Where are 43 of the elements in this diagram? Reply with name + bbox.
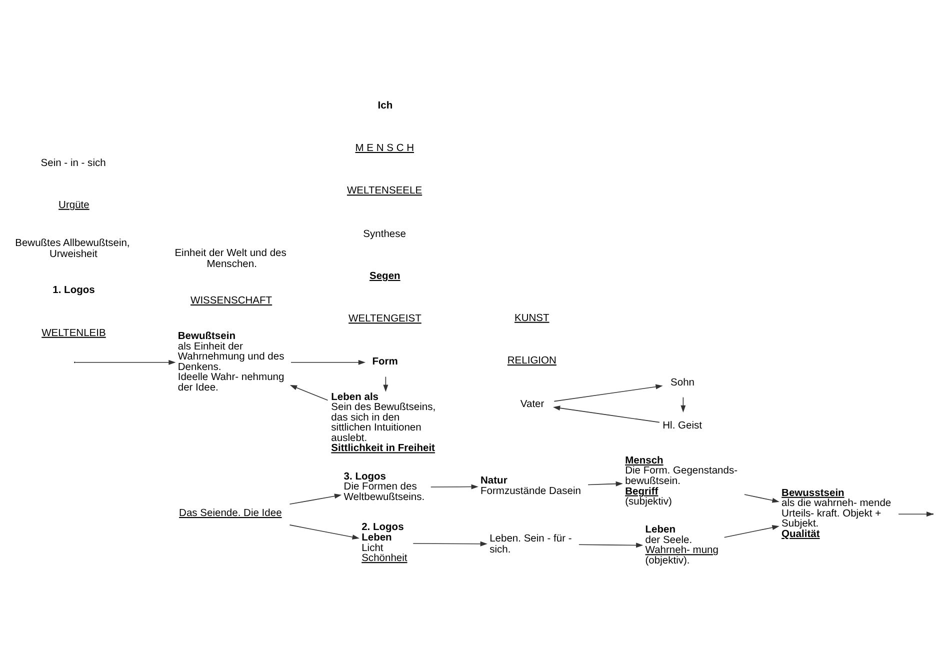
arrow — [578, 542, 644, 548]
arrow — [430, 484, 478, 490]
arrow — [588, 481, 623, 486]
label: M E N S C H — [355, 142, 414, 154]
arrow — [412, 541, 488, 546]
label: Synthese — [363, 229, 406, 240]
label: 1. Logos — [52, 285, 95, 296]
label: Ich — [378, 100, 393, 112]
node-text: Form — [372, 356, 398, 368]
arrow — [724, 525, 780, 538]
arrow — [289, 494, 342, 505]
arrow — [290, 385, 328, 401]
label: Bewußtes Allbewußtsein, Urweisheit — [15, 238, 130, 260]
node-text: Vater — [520, 398, 544, 410]
node-text: Hl. Geist — [662, 420, 702, 432]
node-text: Das Seiende. Die Idee — [179, 508, 282, 520]
arrow — [552, 406, 660, 423]
node-text: 3. Logos Die Formen des Weltbewußtseins. — [344, 471, 425, 503]
label: WELTENLEIB — [42, 328, 106, 339]
node-text: Leben der Seele. Wahrneh- mung (objektiv). — [645, 524, 718, 566]
label: WELTENSEELE — [346, 186, 422, 197]
arrow — [898, 512, 934, 517]
node-text: Bewusstsein als die wahrneh- mende Urteils- kraft. Objekt + Subjekt. Qualität — [782, 488, 892, 540]
node-text: Sohn — [670, 378, 695, 389]
arrow — [75, 360, 176, 365]
label: Segen — [369, 270, 400, 282]
label: RELIGION — [507, 356, 556, 367]
node-text: Leben als Sein des Bewußtseins, das sich in den sittlichen Intuitionen auslebt. Sittlichkeit in Freiheit — [331, 392, 436, 454]
arrow — [290, 360, 366, 365]
label: Einheit der Welt und des Menschen. — [174, 248, 286, 270]
node-text: 2. Logos Leben Licht Schönheit — [362, 522, 408, 564]
arrow — [289, 524, 360, 540]
label: KUNST — [514, 312, 550, 324]
label: WELTENGEIST — [348, 314, 422, 325]
label: WISSENSCHAFT — [190, 295, 272, 306]
node-text: Bewußtsein als Einheit der Wahrnehmung und des Denkens. Ideelle Wahr- nehmung der Idee. — [178, 331, 284, 394]
arrow — [554, 384, 663, 402]
node-text: Mensch Die Form. Gegenstands- bewußtsein. Begriff (subjektiv) — [625, 455, 738, 508]
label: Sein - in - sich — [40, 158, 106, 169]
node-text: Leben. Sein - für - sich. — [490, 533, 572, 556]
node-text: Natur Formzustände Dasein — [480, 476, 581, 497]
label: Urgüte — [58, 200, 90, 211]
arrow — [744, 494, 780, 503]
